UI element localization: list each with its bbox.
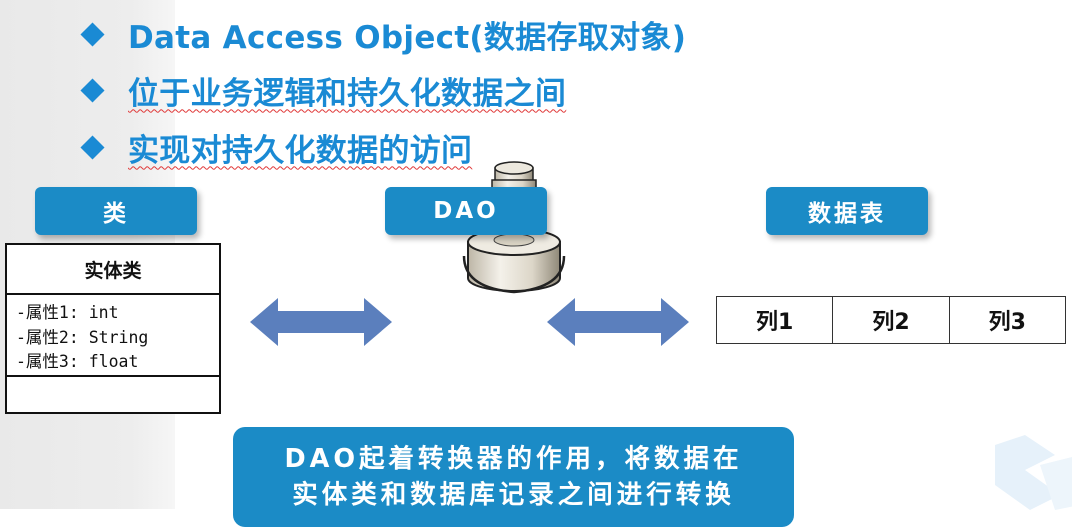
entity-attribute: -属性3: float bbox=[16, 352, 139, 371]
table-column: 列1 bbox=[717, 297, 834, 343]
entity-class-box: 实体类 -属性1: int -属性2: String -属性3: float bbox=[5, 243, 221, 414]
bullet-row-1: Data Access Object(数据存取对象) bbox=[80, 12, 687, 56]
bullet-text-3: 实现对持久化数据的访问 bbox=[128, 132, 473, 169]
note-line-1: DAO起着转换器的作用，将数据在 bbox=[284, 444, 743, 474]
note-box: DAO起着转换器的作用，将数据在 实体类和数据库记录之间进行转换 bbox=[233, 427, 794, 527]
diamond-bullet-icon bbox=[80, 134, 105, 160]
bullet-text-1: Data Access Object(数据存取对象) bbox=[128, 19, 687, 56]
bullet-text-2: 位于业务逻辑和持久化数据之间 bbox=[128, 75, 567, 112]
diamond-bullet-icon bbox=[80, 77, 105, 103]
dao-label: DAO bbox=[385, 187, 547, 235]
data-table: 列1 列2 列3 bbox=[716, 296, 1066, 344]
note-line-2: 实体类和数据库记录之间进行转换 bbox=[292, 480, 735, 510]
bullet-row-2: 位于业务逻辑和持久化数据之间 bbox=[80, 68, 567, 112]
table-label: 数据表 bbox=[766, 187, 928, 235]
entity-attribute: -属性1: int bbox=[16, 303, 119, 322]
diamond-bullet-icon bbox=[80, 21, 105, 47]
double-arrow-icon bbox=[547, 298, 689, 346]
table-column: 列3 bbox=[988, 310, 1026, 335]
table-column: 列2 bbox=[833, 297, 950, 343]
entity-class-title: 实体类 bbox=[7, 245, 219, 295]
bullet-row-3: 实现对持久化数据的访问 bbox=[80, 125, 473, 169]
entity-attribute: -属性2: String bbox=[16, 327, 149, 347]
watermark-logo-icon bbox=[995, 435, 1072, 510]
double-arrow-icon bbox=[250, 298, 392, 346]
entity-attributes: -属性1: int -属性2: String -属性3: float bbox=[7, 295, 219, 377]
class-label: 类 bbox=[35, 187, 197, 235]
